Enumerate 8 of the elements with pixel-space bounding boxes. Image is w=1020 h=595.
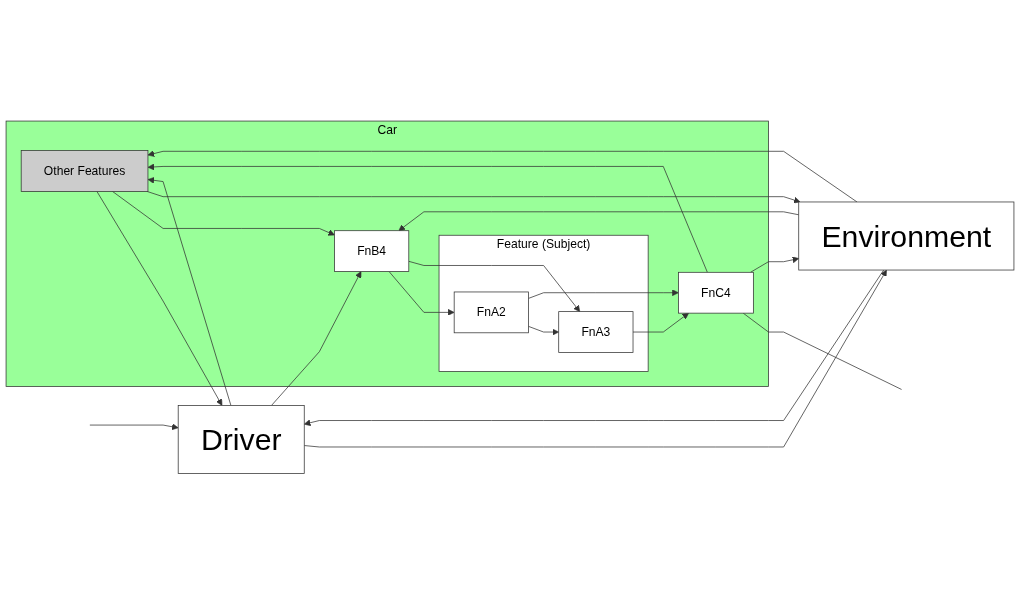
node-box: Driver (177, 405, 305, 475)
node-box: FnC4 (678, 272, 754, 314)
node-box: FnB4 (334, 230, 410, 273)
node-box: FnA3 (558, 311, 634, 354)
node-box: Environment (798, 201, 1015, 271)
node-box: Other Features (20, 150, 149, 192)
connector (742, 313, 902, 391)
node-box: FnA2 (453, 291, 529, 334)
